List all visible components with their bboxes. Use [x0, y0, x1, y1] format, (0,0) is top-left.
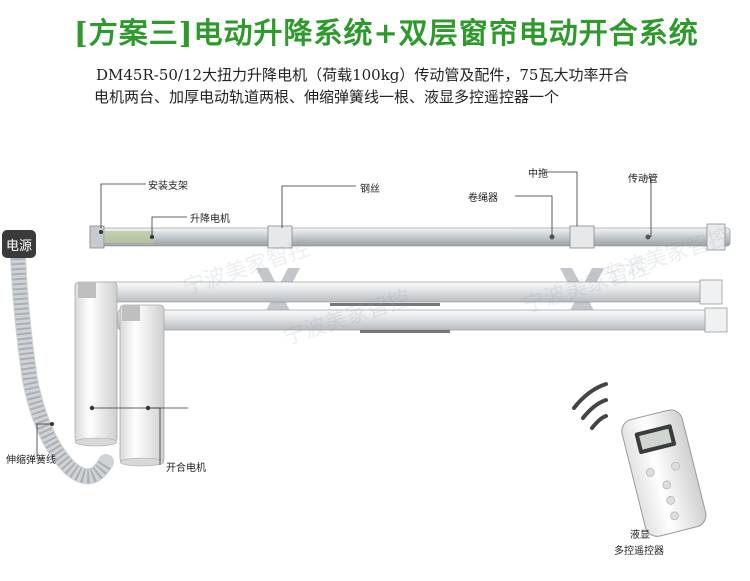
leader-lines [36, 171, 652, 465]
description-line-1: DM45R-50/12大扭力升降电机（荷载100kg）传动管及配件，75瓦大功率… [96, 66, 629, 84]
remote-control [572, 382, 707, 537]
page-title: [方案三]电动升降系统+双层窗帘电动开合系统 [74, 16, 699, 50]
label-winder: 卷绳器 [468, 193, 498, 204]
label-spring-cord: 伸缩弹簧线 [6, 455, 56, 466]
product-description: DM45R-50/12大扭力升降电机（荷载100kg）传动管及配件，75瓦大功率… [94, 64, 736, 108]
open-close-motors [74, 281, 165, 467]
spring-cord [10, 250, 114, 485]
description-line-2: 电机两台、加厚电动轨道两根、伸缩弹簧线一根、液显多控遥控器一个 [94, 88, 560, 106]
label-wire: 钢丝 [360, 184, 380, 195]
label-lift-motor: 升降电机 [190, 214, 230, 225]
curtain-rails [99, 279, 728, 333]
label-center-pull: 中拖 [528, 169, 548, 180]
label-remote-line-2: 多控遥控器 [614, 546, 664, 557]
label-open-motor: 开合电机 [166, 463, 206, 474]
leader-dots [50, 230, 154, 426]
label-drive-tube: 传动管 [628, 174, 658, 185]
drive-tube [89, 223, 731, 251]
power-badge: 电源 [2, 230, 36, 258]
label-remote-line-1: 液显 [630, 530, 650, 541]
label-bracket: 安装支架 [148, 181, 188, 192]
